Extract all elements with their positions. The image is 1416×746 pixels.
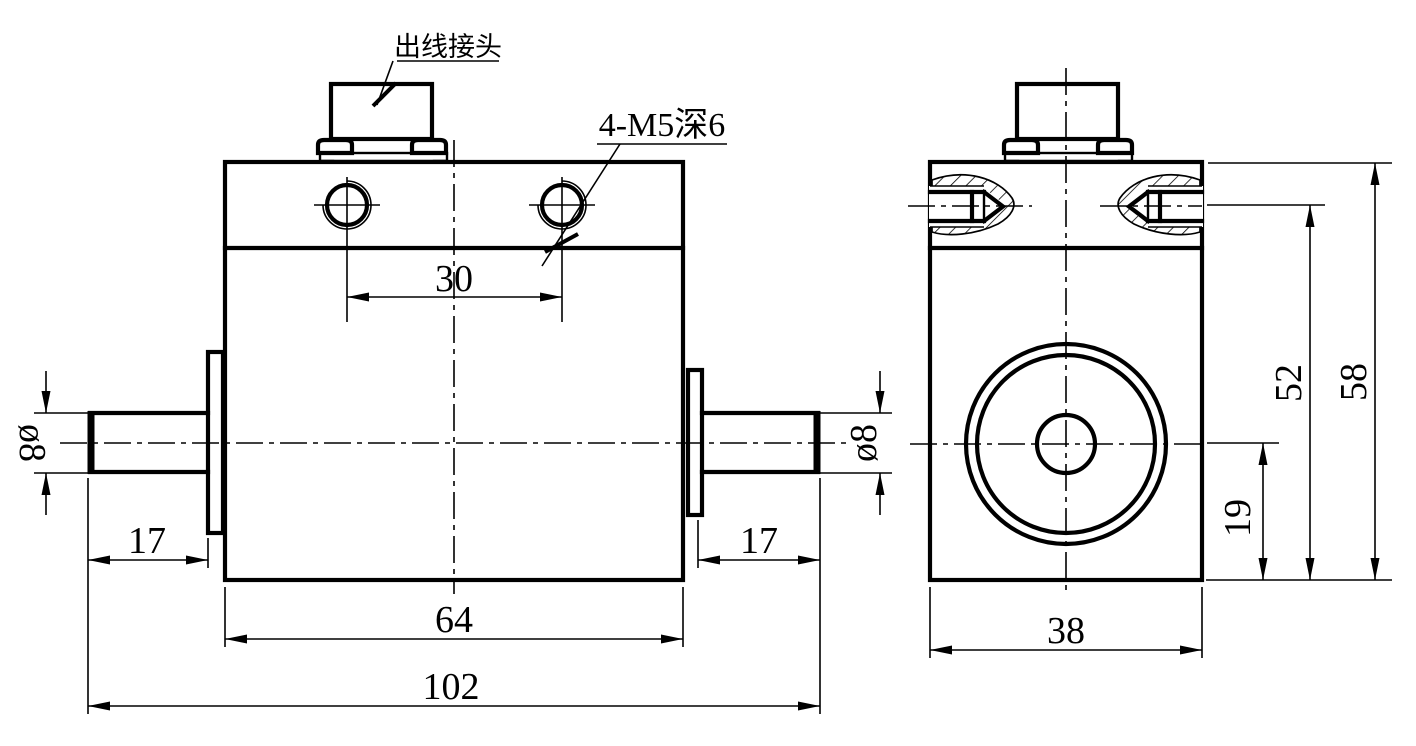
side-dimensions: 38 19 52 58 [929,162,1392,658]
dim-body-height: 58 [1333,163,1380,580]
dim-shaft-center-height: 19 [1217,443,1268,580]
dim-right-shaft-length: 17 [697,520,820,568]
left-shaft [87,349,226,536]
dim-text-30: 30 [435,258,473,300]
side-view [908,68,1205,594]
dim-text-17-right: 17 [740,520,778,562]
leader-tick [544,232,579,254]
dim-text-17-left: 17 [128,520,166,562]
side-connector [1001,81,1135,170]
connector-screw-right [1095,137,1135,156]
dim-hole-spacing: 30 [347,258,562,302]
dim-left-shaft-length: 17 [88,520,209,568]
dim-text-64: 64 [435,599,473,641]
drill-point [1125,189,1151,224]
outlet-connector-label: 出线接头 [394,32,502,62]
leader-thread-note: 4-M5深6 [541,107,727,267]
dim-hole-center-height: 52 [1268,205,1315,580]
thread-arc [537,180,587,230]
dim-right-shaft-dia: ø8 [798,371,892,515]
dim-text-58: 58 [1333,363,1375,401]
connector-screw-left [315,137,355,156]
leader-outlet-connector: 出线接头 [371,32,502,108]
dim-text-52: 52 [1268,364,1310,402]
connector-screw-right [409,137,449,156]
side-section-left-hole [908,173,1032,236]
connector-base-plate [318,151,449,163]
connector-base-plate [1003,151,1134,163]
front-tapped-hole-left [314,177,380,322]
thread-arc [322,180,372,230]
dim-overall-length: 102 [87,478,821,714]
front-view: 出线接头 4-M5深6 [60,32,852,594]
dim-text-102: 102 [423,666,480,708]
dim-text-dia8-left: ø8 [11,424,53,462]
dim-body-width: 64 [224,587,684,647]
leader-tick [371,81,398,108]
side-section-right-hole [1100,173,1205,236]
connector-screw-left [1001,137,1041,156]
dim-text-19: 19 [1217,499,1259,537]
front-tapped-hole-right [529,177,595,322]
connector-box [1014,81,1121,142]
dim-text-38: 38 [1047,610,1085,652]
dim-text-dia8-right: ø8 [843,424,885,462]
dim-body-depth: 38 [929,587,1203,658]
front-dimensions: 30 64 102 17 [11,258,892,714]
thread-note-label: 4-M5深6 [599,107,726,144]
dim-left-shaft-dia: ø8 [11,371,110,515]
